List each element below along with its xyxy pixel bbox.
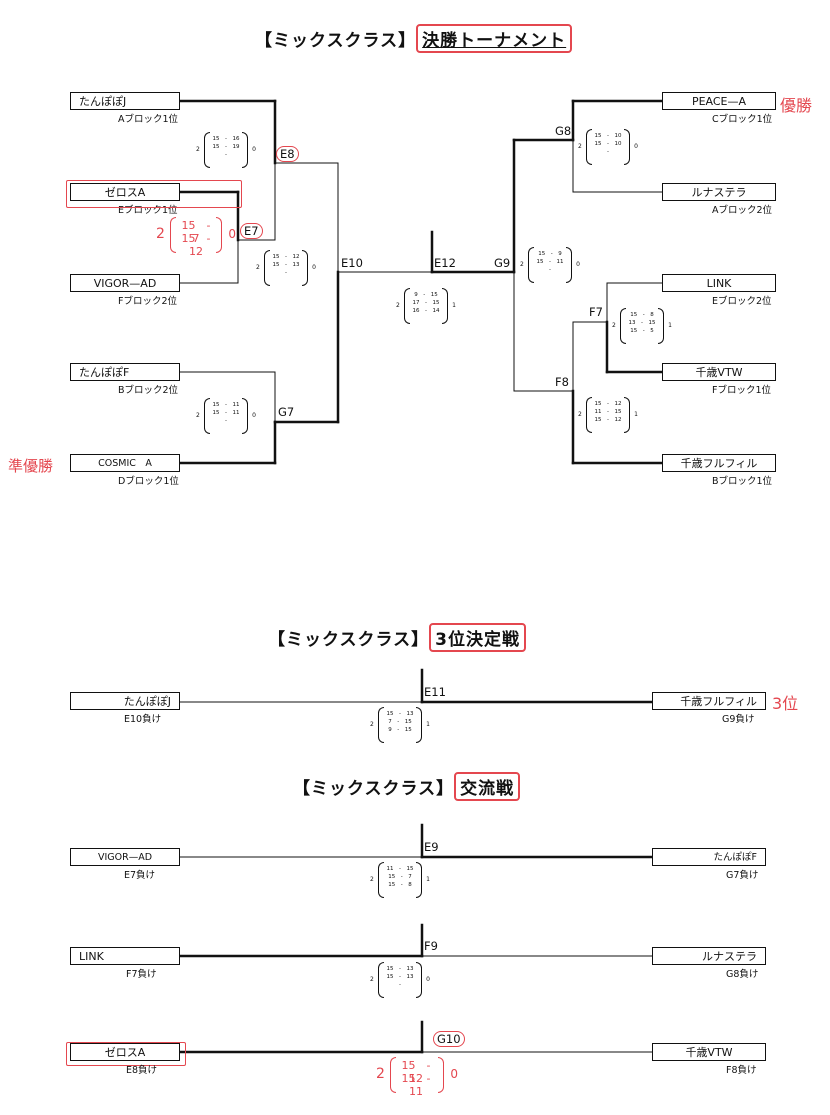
team-sub: E10負け [124,714,162,725]
match-label-e9: E9 [424,840,439,854]
team-peace-a: PEACE—A [662,92,776,110]
third-left-team: たんぽぽJ [70,692,180,710]
team-chitose-fulfil: 千歳フルフィル [662,454,776,472]
match-label-g7: G7 [278,405,295,419]
match-label-e10: E10 [341,256,363,270]
e9-left-team: VIGOR—AD [70,848,180,866]
team-sub: G9負け [722,714,755,725]
score-e10: 2 15 - 12 15 - 13 - 0 [256,248,316,290]
winner-path-mark [66,180,242,208]
match-label-e11: E11 [424,685,446,699]
score-e8: 2 15 - 16 15 - 19 - 0 [196,130,256,172]
team-sub: Aブロック1位 [118,114,179,125]
score-f9: 2 15 - 13 15 - 13 - 0 [370,960,430,1002]
team-zeros-a: ゼロスA [70,183,180,201]
score-f8: 2 15 - 12 11 - 15 15 - 12 1 [578,395,638,437]
third-place-annotation: 3位 [772,694,799,713]
match-label-g8: G8 [555,124,572,138]
winner-annotation: 優勝 [780,96,813,115]
team-sub: Dブロック1位 [118,476,179,487]
team-sub: Bブロック2位 [118,385,179,396]
team-sub: Aブロック2位 [712,205,773,216]
team-sub: Fブロック1位 [712,385,772,396]
team-sub: G7負け [726,870,759,881]
team-vigor-ad: VIGOR—AD [70,274,180,292]
f9-right-team: ルナステラ [652,947,766,965]
team-sub: Bブロック1位 [712,476,773,487]
runner-up-annotation: 準優勝 [8,457,54,475]
match-label-g9: G9 [494,256,511,270]
team-tanpopo-j: たんぽぽJ [70,92,180,110]
team-sub: E7負け [124,870,156,881]
team-sub: F8負け [726,1065,757,1076]
match-label-e8: E8 [276,146,299,162]
score-e7: 2 15 - 7 15 - 12 0 [156,217,236,258]
final-tournament-title: 【ミックスクラス】決勝トーナメント [255,24,573,53]
team-link: LINK [662,274,776,292]
team-chitose-vtw: 千歳VTW [662,363,776,381]
team-sub: Eブロック1位 [118,205,178,216]
score-e9: 2 11 - 15 15 - 7 15 - 8 1 [370,860,430,902]
e9-right-team: たんぽぽF [652,848,766,866]
match-label-f9: F9 [424,939,438,953]
score-e12: 2 9 - 15 17 - 15 16 - 14 1 [396,286,456,328]
third-place-title: 【ミックスクラス】3位決定戦 [268,623,526,652]
team-sub: E8負け [126,1065,158,1076]
team-tanpopo-f: たんぽぽF [70,363,180,381]
team-sub: F7負け [126,969,157,980]
f9-left-team: LINK [70,947,180,965]
g10-right-team: 千歳VTW [652,1043,766,1061]
score-g10: 2 15 - 12 15 - 11 0 [376,1057,458,1098]
score-g9: 2 15 - 9 15 - 11 - 0 [520,245,580,287]
team-sub: Cブロック1位 [712,114,773,125]
match-label-e12: E12 [434,256,456,270]
team-sub: G8負け [726,969,759,980]
match-label-g10: G10 [433,1031,465,1047]
score-f7: 2 15 - 8 13 - 15 15 - 5 1 [612,306,672,348]
third-right-team: 千歳フルフィル [652,692,766,710]
winner-mark [66,1042,186,1066]
team-sub: Fブロック2位 [118,296,178,307]
match-label-f7: F7 [589,305,603,319]
score-g7: 2 15 - 11 15 - 11 - 0 [196,396,256,438]
match-label-e7: E7 [240,223,263,239]
team-sub: Eブロック2位 [712,296,772,307]
g10-left-team: ゼロスA [70,1043,180,1061]
match-label-f8: F8 [555,375,569,389]
team-lunastella: ルナステラ [662,183,776,201]
exchange-title: 【ミックスクラス】交流戦 [293,772,521,801]
team-cosmic-a: COSMIC A [70,454,180,472]
score-g8: 2 15 - 10 15 - 10 - 0 [578,127,638,169]
score-e11: 2 15 - 13 7 - 15 9 - 15 1 [370,705,430,747]
